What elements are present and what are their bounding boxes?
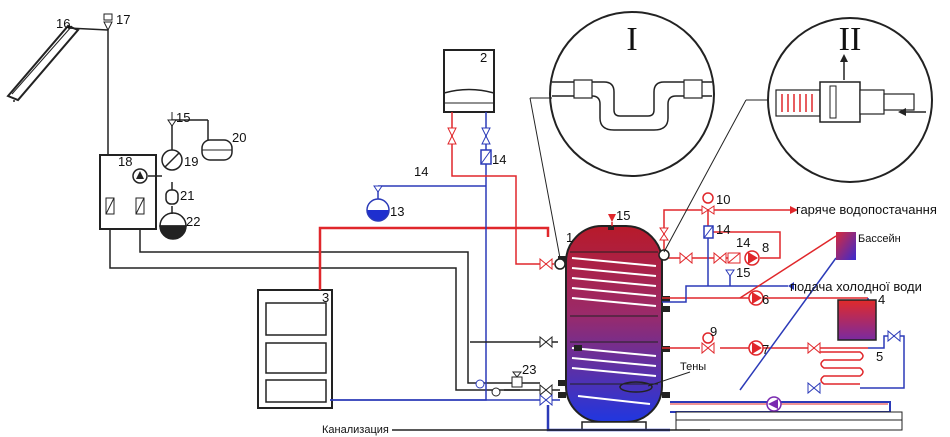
hot-water-arrow: [790, 206, 798, 214]
label-7: 7: [762, 342, 769, 357]
label-1: 1: [566, 230, 573, 245]
pump-7: [748, 340, 764, 356]
hot-water-label: гаряче водопостачання: [796, 202, 937, 217]
detail-i-pointer: [529, 97, 561, 259]
label-5: 5: [876, 349, 883, 364]
expansion-tank-13: [366, 185, 486, 222]
label-19: 19: [184, 154, 198, 169]
pump-6: [748, 290, 764, 306]
label-14-right: 14: [716, 222, 730, 237]
label-8: 8: [762, 240, 769, 255]
detail-label-ii: II: [839, 21, 862, 58]
mixing-valve-9: [701, 332, 715, 355]
label-21: 21: [180, 188, 194, 203]
label-20: 20: [232, 130, 246, 145]
valve-23: [511, 371, 523, 388]
solid-fuel-boiler: [257, 289, 333, 409]
valve-red-tank-left: [539, 257, 566, 271]
wall-boiler-supply: [451, 112, 554, 265]
label-23: 23: [522, 362, 536, 377]
valve-15-right: [725, 269, 735, 286]
label-9: 9: [710, 324, 717, 339]
label-16: 16: [56, 16, 70, 31]
filter-14-blue: [480, 149, 492, 165]
filter-14-right: [703, 225, 714, 239]
pool-pump: [766, 396, 782, 412]
pool-pipes: [739, 235, 837, 391]
valve-red-right-1: [658, 227, 670, 261]
cold-water-arrow: [788, 282, 794, 290]
detail-ii-pointer: [663, 99, 747, 253]
valve-10: [701, 192, 715, 215]
solar-collector: [6, 22, 109, 155]
detail-ii: II: [767, 17, 933, 183]
tank-top-vent: [608, 214, 616, 226]
pool-indicator: [836, 232, 856, 260]
label-18: 18: [118, 154, 132, 169]
floor-heating-coil: [820, 351, 864, 385]
filter-21: [165, 189, 179, 205]
label-6: 6: [762, 292, 769, 307]
expansion-vessel-22: [159, 206, 187, 240]
label-17: 17: [116, 12, 130, 27]
label-10: 10: [716, 192, 730, 207]
storage-tank: [558, 225, 670, 423]
heaters-pointer: [647, 371, 691, 387]
safety-valve: [167, 112, 177, 127]
valve-blue-2: [481, 127, 491, 145]
sewer-label: Канализация: [322, 424, 389, 436]
hot-water-circuit: [662, 209, 868, 349]
valve-red-2: [447, 127, 457, 145]
expansion-tank-solar: [201, 120, 233, 161]
detail-label-i: I: [626, 21, 637, 58]
label-14-check: 14: [736, 235, 750, 250]
label-15-solar: 15: [176, 110, 190, 125]
boiler-supply-pipe: [318, 226, 550, 290]
label-14-left: 14: [414, 164, 428, 179]
air-vent-valve: [103, 13, 113, 32]
label-15-right: 15: [736, 265, 750, 280]
solar-station: [99, 154, 157, 230]
valves-floor: [807, 329, 901, 395]
small-valves-right: [679, 251, 727, 265]
heaters-label: Тены: [680, 361, 706, 373]
label-2: 2: [480, 50, 487, 65]
label-15-tank: 15: [616, 208, 630, 223]
label-4: 4: [878, 292, 885, 307]
label-22: 22: [186, 214, 200, 229]
tank-left-valves: [475, 335, 553, 407]
floor-slab: [675, 411, 903, 431]
detail-i: I: [549, 11, 715, 177]
label-13: 13: [390, 204, 404, 219]
cold-water-label: подача холодної води: [790, 279, 922, 294]
radiator: [837, 299, 877, 341]
label-14-blue: 14: [492, 152, 506, 167]
pool-label: Бассейн: [858, 233, 901, 245]
label-3: 3: [322, 290, 329, 305]
pressure-gauge: [161, 149, 183, 171]
pump-8: [744, 250, 760, 266]
boiler-return-pipe: [330, 140, 487, 401]
check-valve-14: [727, 252, 741, 264]
wall-boiler: [443, 49, 495, 113]
